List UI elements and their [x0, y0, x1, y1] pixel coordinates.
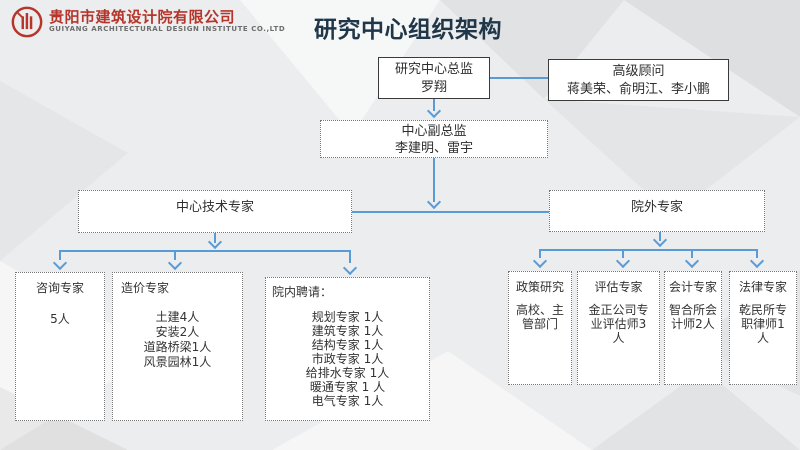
connector-rail-right: [539, 249, 758, 251]
org-box-deputy: 中心副总监 李建明、雷宇: [320, 120, 548, 158]
connector-tech-drop: [214, 233, 216, 243]
consulting-title: 咨询专家: [35, 281, 84, 295]
arrow-down-icon: [426, 103, 442, 119]
connector-drop: [691, 251, 693, 258]
cost-line: 风景园林1人: [143, 355, 212, 369]
accounting-body: 智合所会计师2人: [669, 303, 718, 331]
org-box-cost: 造价专家 土建4人 安装2人 道路桥梁1人 风景园林1人: [112, 272, 243, 421]
arrow-down-icon: [615, 253, 631, 269]
connector-drop: [756, 251, 758, 258]
arrow-down-icon: [52, 255, 68, 271]
arrow-down-icon: [749, 253, 765, 269]
evaluation-title: 评估专家: [594, 280, 643, 294]
director-title: 研究中心总监: [394, 62, 473, 77]
policy-body: 高校、主管部门: [515, 303, 564, 331]
cost-line: 土建4人: [155, 310, 200, 324]
evaluation-body: 金正公司专业评估师3人: [588, 303, 649, 345]
company-name-cn: 贵阳市建筑设计院有限公司: [49, 8, 236, 26]
connector-drop: [59, 252, 61, 260]
connector-director-deputy: [433, 99, 435, 111]
connector-rail-mid: [352, 211, 549, 213]
policy-title: 政策研究: [515, 280, 564, 294]
connector-external-drop: [659, 232, 661, 241]
legal-body: 乾民所专职律师1人: [739, 303, 788, 345]
internal-hire-line: 给排水专家 1人: [305, 366, 390, 380]
connector-deputy-rail: [433, 158, 435, 202]
connector-director-advisor: [490, 77, 548, 79]
org-box-tech-experts: 中心技术专家: [78, 190, 352, 233]
org-box-consulting: 咨询专家 5人: [15, 272, 105, 421]
deputy-names: 李建明、雷宇: [394, 141, 473, 156]
consulting-count: 5人: [50, 312, 70, 326]
cost-line: 道路桥梁1人: [143, 340, 212, 354]
internal-hire-line: 市政专家 1人: [311, 352, 384, 366]
arrow-down-icon: [426, 194, 442, 210]
org-box-advisor: 高级顾问 蒋美荣、俞明江、李小鹏: [548, 59, 729, 101]
director-name: 罗翔: [420, 80, 447, 95]
deputy-title: 中心副总监: [401, 124, 467, 139]
org-box-director: 研究中心总监 罗翔: [378, 57, 490, 99]
advisor-title: 高级顾问: [612, 64, 665, 79]
internal-hire-line: 电气专家 1人: [311, 394, 384, 408]
arrow-down-icon: [652, 232, 668, 248]
company-logo-icon: [11, 6, 43, 38]
connector-drop: [174, 252, 176, 260]
org-box-external-experts: 院外专家: [549, 190, 765, 232]
internal-hire-line: 结构专家 1人: [311, 338, 384, 352]
org-box-evaluation: 评估专家 金正公司专业评估师3人: [577, 271, 660, 385]
cost-line: 安装2人: [155, 325, 200, 339]
connector-drop: [349, 252, 351, 263]
accounting-title: 会计专家: [668, 280, 717, 294]
tech-experts-title: 中心技术专家: [175, 200, 254, 215]
page-title: 研究中心组织架构: [314, 17, 502, 43]
connector-rail-left: [59, 250, 351, 252]
connector-drop: [539, 251, 541, 258]
internal-hire-line: 建筑专家 1人: [311, 324, 384, 338]
arrow-down-icon: [342, 260, 358, 276]
arrow-down-icon: [684, 253, 700, 269]
cost-title: 造价专家: [121, 281, 170, 295]
company-name-en: GUIYANG ARCHITECTURAL DESIGN INSTITUTE C…: [49, 25, 286, 33]
internal-hire-title: 院内聘请：: [272, 285, 333, 299]
arrow-down-icon: [207, 234, 223, 250]
org-box-accounting: 会计专家 智合所会计师2人: [664, 271, 722, 385]
arrow-down-icon: [167, 255, 183, 271]
org-box-policy: 政策研究 高校、主管部门: [508, 271, 572, 385]
connector-drop: [622, 251, 624, 258]
advisor-names: 蒋美荣、俞明江、李小鹏: [566, 82, 710, 97]
internal-hire-line: 规划专家 1人: [311, 310, 384, 324]
legal-title: 法律专家: [738, 280, 787, 294]
arrow-down-icon: [532, 253, 548, 269]
internal-hire-line: 暖通专家 1 人: [309, 380, 386, 394]
org-box-internal-hire: 院内聘请： 规划专家 1人 建筑专家 1人 结构专家 1人 市政专家 1人 给排…: [265, 277, 430, 421]
external-experts-title: 院外专家: [630, 200, 683, 215]
org-box-legal: 法律专家 乾民所专职律师1人: [729, 271, 797, 385]
